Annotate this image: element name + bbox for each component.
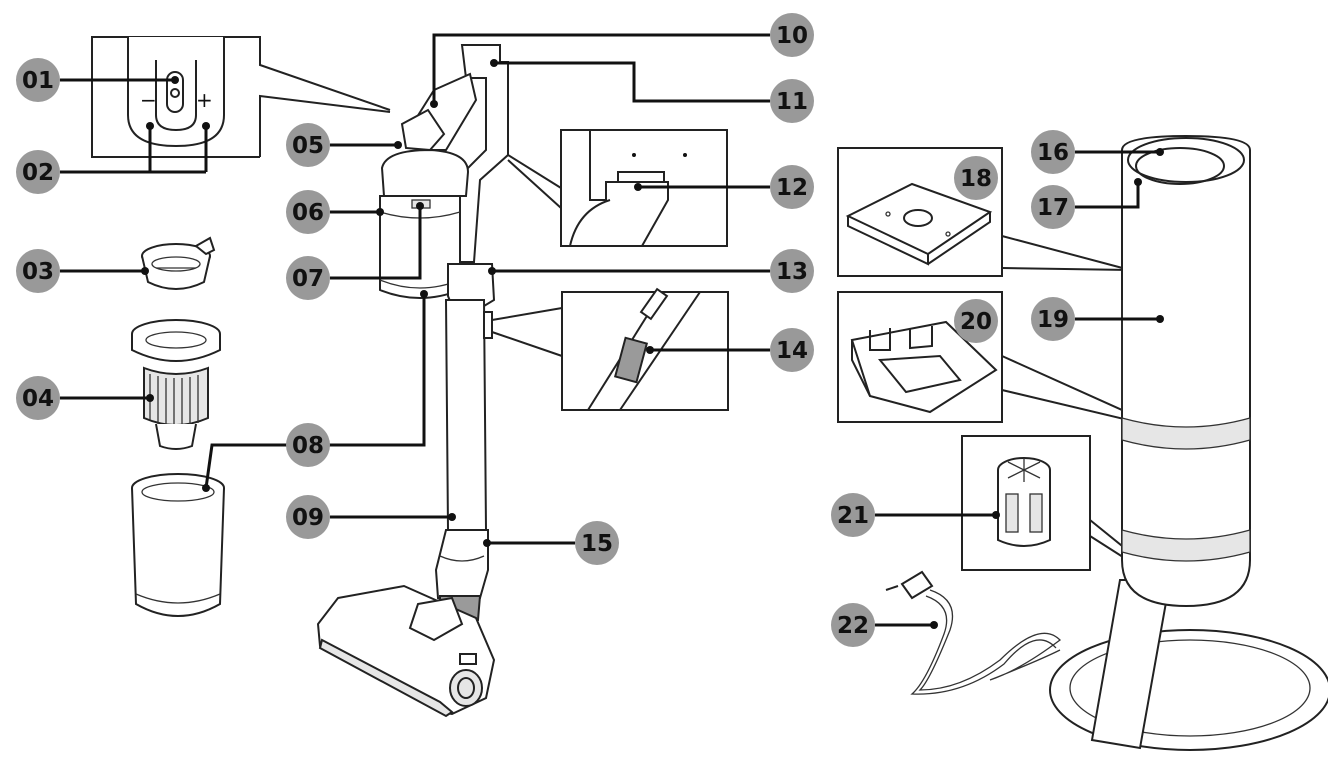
callout-08-label: 08 — [292, 433, 324, 459]
callout-15-label: 15 — [581, 531, 613, 557]
callout-12-label: 12 — [776, 175, 808, 201]
callout-03: 03 — [16, 249, 60, 293]
inset-exhaust-filter — [961, 435, 1185, 597]
dust-bin — [131, 473, 225, 617]
inset-dust-bag-holder — [837, 291, 1163, 429]
callout-02: 02 — [16, 150, 60, 194]
pre-filter — [141, 236, 216, 290]
callout-06: 06 — [286, 190, 330, 234]
callout-22-label: 22 — [837, 613, 869, 639]
cyclone-filter — [131, 319, 221, 450]
callout-20-label: 20 — [960, 309, 992, 335]
callout-07-label: 07 — [292, 266, 324, 292]
callout-05: 05 — [286, 123, 330, 167]
callout-04-label: 04 — [22, 386, 54, 412]
callout-02-label: 02 — [22, 160, 54, 186]
callout-badges: 01 02 03 04 05 06 07 08 09 10 11 12 13 1… — [16, 13, 1075, 647]
leader-dots — [141, 59, 1164, 629]
callout-07: 07 — [286, 256, 330, 300]
stick-vacuum — [316, 44, 509, 718]
callout-16-label: 16 — [1037, 140, 1069, 166]
callout-19: 19 — [1031, 297, 1075, 341]
callout-10: 10 — [770, 13, 814, 57]
callout-15: 15 — [575, 521, 619, 565]
callout-19-label: 19 — [1037, 307, 1069, 333]
callout-18: 18 — [954, 156, 998, 200]
callout-09: 09 — [286, 495, 330, 539]
callout-10-label: 10 — [776, 23, 808, 49]
callout-16: 16 — [1031, 130, 1075, 174]
callout-22: 22 — [831, 603, 875, 647]
callout-11: 11 — [770, 79, 814, 123]
callout-03-label: 03 — [22, 259, 54, 285]
callout-11-label: 11 — [776, 89, 808, 115]
button-inset: − + — [91, 36, 391, 158]
callout-14: 14 — [770, 328, 814, 372]
callout-09-label: 09 — [292, 505, 324, 531]
callout-14-label: 14 — [776, 338, 808, 364]
callout-20: 20 — [954, 299, 998, 343]
callout-08: 08 — [286, 423, 330, 467]
callout-21-label: 21 — [837, 503, 869, 529]
callout-12: 12 — [770, 165, 814, 209]
callout-01: 01 — [16, 58, 60, 102]
callout-13-label: 13 — [776, 259, 808, 285]
callout-01-label: 01 — [22, 68, 54, 94]
callout-17: 17 — [1031, 185, 1075, 229]
callout-21: 21 — [831, 493, 875, 537]
callout-04: 04 — [16, 376, 60, 420]
callout-13: 13 — [770, 249, 814, 293]
power-button — [166, 71, 184, 113]
callout-05-label: 05 — [292, 133, 324, 159]
callout-06-label: 06 — [292, 200, 324, 226]
clean-station — [1049, 134, 1328, 751]
plus-symbol: + — [196, 88, 213, 112]
power-cord — [885, 570, 1061, 695]
minus-symbol: − — [140, 88, 157, 112]
leader-lines — [60, 33, 1160, 627]
callout-17-label: 17 — [1037, 195, 1069, 221]
cyclone-ribs — [149, 374, 199, 427]
callout-18-label: 18 — [960, 166, 992, 192]
